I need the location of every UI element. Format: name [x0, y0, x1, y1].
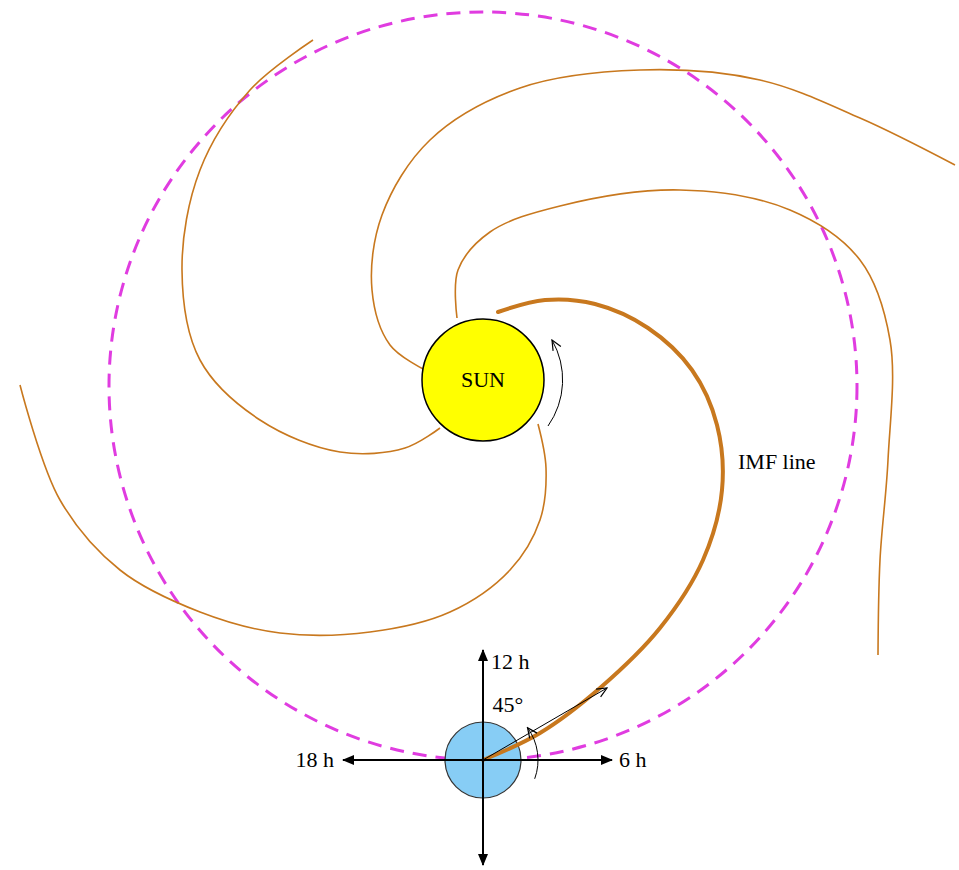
- vertical-axis: [482, 650, 484, 865]
- horizontal-axis: [343, 759, 612, 761]
- spiral-line: [182, 40, 440, 454]
- angle-label: 45°: [493, 694, 524, 716]
- sun-rotation-arrow: [548, 340, 563, 426]
- node-label: SUN: [461, 367, 505, 393]
- noon-label: 12 h: [491, 651, 530, 673]
- field-direction-arrow: [483, 688, 607, 760]
- dawn-label: 6 h: [619, 749, 647, 771]
- angle-arc: [528, 728, 539, 779]
- sun-circle: SUN: [421, 318, 545, 442]
- orbit-circle: [109, 12, 857, 760]
- imf-label: IMF line: [738, 451, 816, 473]
- spiral-field-lines: [20, 40, 955, 655]
- sun-disc: [422, 319, 544, 441]
- dusk-label: 18 h: [296, 749, 335, 771]
